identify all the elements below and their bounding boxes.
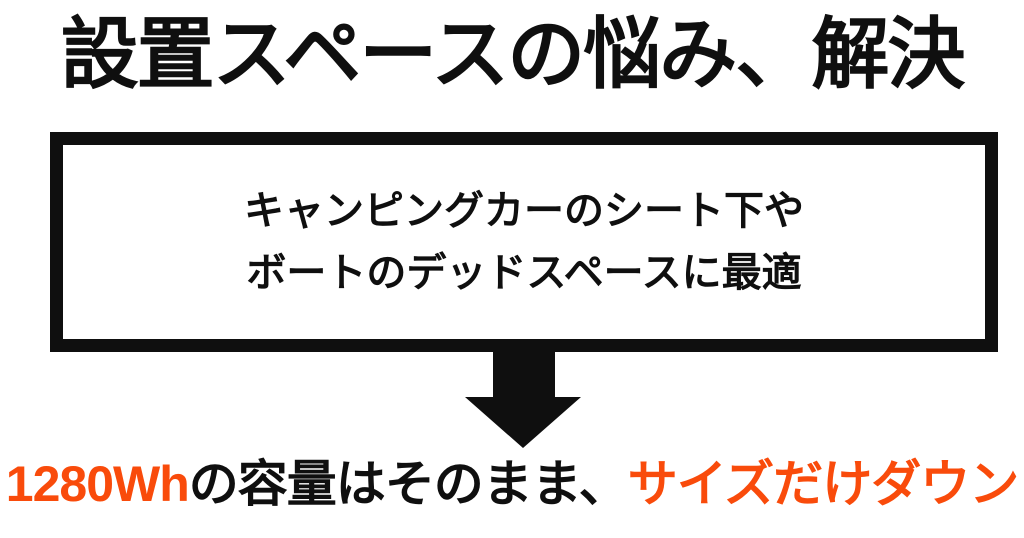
conclusion-line: 1280Whの容量はそのまま、サイズだけダウン — [0, 450, 1024, 518]
conclusion-middle-text: の容量はそのまま、 — [188, 456, 629, 512]
conclusion-highlight-text: サイズだけダウン — [627, 456, 1019, 512]
down-arrow-icon — [465, 352, 581, 448]
callout-line-1: キャンピングカーのシート下や — [244, 189, 804, 233]
callout-line-2: ボートのデッドスペースに最適 — [246, 251, 802, 295]
callout-box: キャンピングカーのシート下や ボートのデッドスペースに最適 — [50, 132, 998, 352]
page-title: 設置スペースの悩み、解決 — [60, 10, 966, 98]
conclusion-capacity-value: 1280Wh — [5, 456, 190, 512]
